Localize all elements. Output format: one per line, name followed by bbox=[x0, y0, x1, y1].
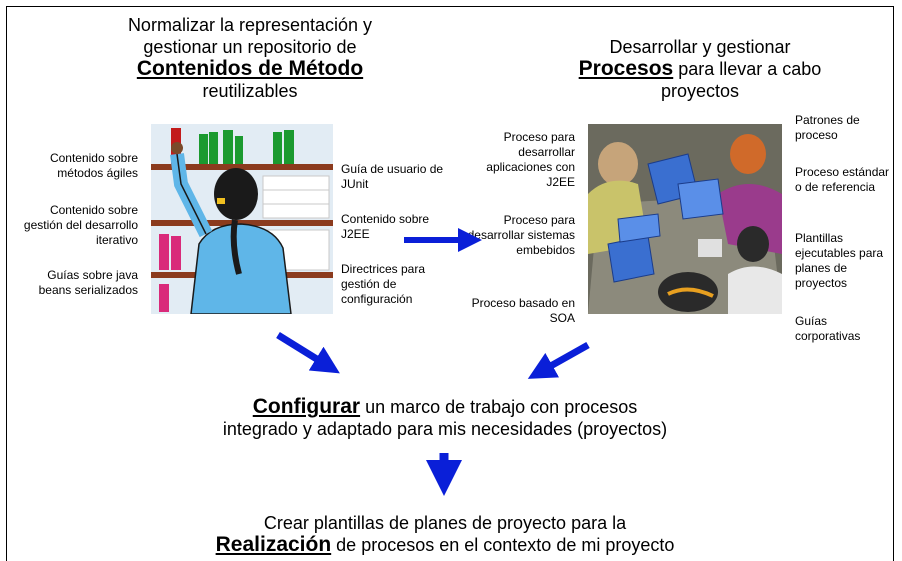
label-config-guidelines: Directrices para gestión de configuració… bbox=[341, 262, 426, 306]
process-heading-line2: para llevar a cabo bbox=[673, 59, 822, 79]
realize-keyword: Realización bbox=[215, 533, 332, 556]
arrow-left-to-configure bbox=[276, 332, 340, 374]
method-content-heading: Normalizar la representación y gestionar… bbox=[70, 14, 430, 102]
label-j2ee-content: Contenido sobre J2EE bbox=[341, 212, 430, 241]
label-reference-process: Proceso estándar o de referencia bbox=[795, 165, 890, 194]
method-heading-line2: gestionar un repositorio de bbox=[143, 37, 357, 57]
label-junit-guide: Guía de usuario de JUnit bbox=[341, 162, 444, 191]
diagram-frame bbox=[6, 6, 894, 561]
process-heading: Desarrollar y gestionar Procesos para ll… bbox=[520, 36, 880, 102]
label-j2ee-process: Proceso para desarrollar aplicaciones co… bbox=[486, 130, 575, 189]
library-illustration bbox=[151, 124, 333, 314]
realize-line1: Crear plantillas de planes de proyecto p… bbox=[263, 513, 627, 533]
realize-line2-rest: de procesos en el contexto de mi proyect… bbox=[331, 535, 675, 555]
label-corporate-guides: Guías corporativas bbox=[795, 314, 861, 343]
process-heading-line1: Desarrollar y gestionar bbox=[609, 37, 791, 57]
meeting-illustration bbox=[588, 124, 782, 314]
configure-statement: Configurar un marco de trabajo con proce… bbox=[120, 396, 770, 440]
method-heading-line1: Normalizar la representación y bbox=[127, 15, 373, 35]
configure-line1-rest: un marco de trabajo con procesos bbox=[360, 397, 638, 417]
arrow-right-to-configure bbox=[527, 341, 590, 379]
realize-statement: Crear plantillas de planes de proyecto p… bbox=[100, 512, 790, 556]
configure-line2: integrado y adaptado para mis necesidade… bbox=[222, 419, 668, 439]
label-iterative-content: Contenido sobre gestión del desarrollo i… bbox=[23, 203, 138, 247]
label-java-beans-guides: Guías sobre java beans serializados bbox=[38, 268, 138, 297]
method-heading-line4: reutilizables bbox=[202, 81, 298, 101]
label-embedded-process: Proceso para desarrollar sistemas embebi… bbox=[467, 213, 575, 257]
label-process-patterns: Patrones de proceso bbox=[795, 113, 860, 142]
label-executable-templates: Plantillas ejecutables para planes de pr… bbox=[795, 231, 884, 290]
configure-keyword: Configurar bbox=[252, 395, 361, 418]
method-content-keyword: Contenidos de Método bbox=[136, 57, 364, 80]
label-soa-process: Proceso basado en SOA bbox=[471, 296, 575, 325]
process-keyword: Procesos bbox=[578, 57, 674, 80]
label-agile-content: Contenido sobre métodos ágiles bbox=[49, 151, 138, 180]
process-heading-line3: proyectos bbox=[660, 81, 740, 101]
